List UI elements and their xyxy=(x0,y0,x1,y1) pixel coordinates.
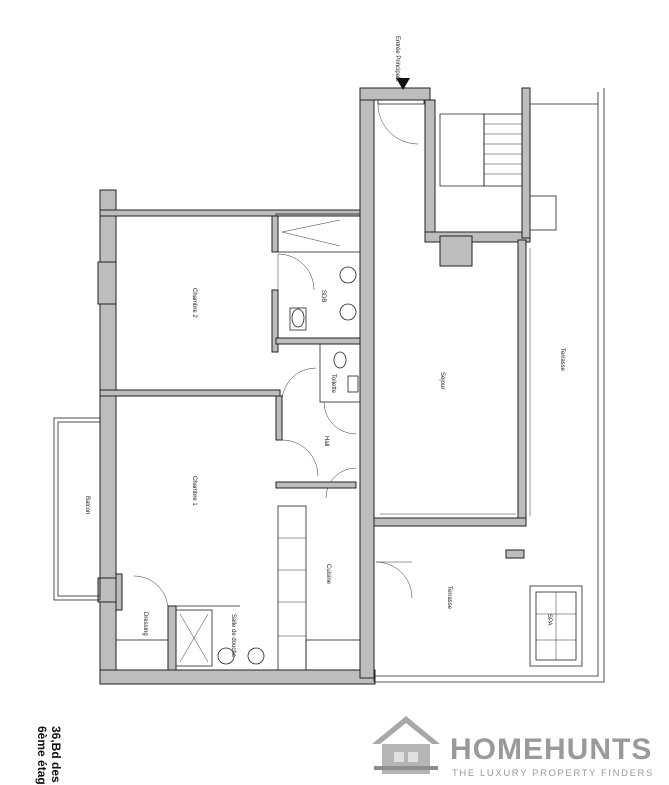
homehunts-logo: HOMEHUNTS THE LUXURY PROPERTY FINDERS xyxy=(372,716,654,779)
label-entree: Entrée Principale xyxy=(394,36,400,82)
label-balcon: Balcon xyxy=(84,496,90,514)
bathroom-block xyxy=(271,213,361,353)
label-cuisine: Cuisine xyxy=(325,564,331,585)
dressing-block xyxy=(115,573,265,671)
terrace-outline xyxy=(373,88,605,683)
label-terrasse-east: Terrasse xyxy=(559,348,565,372)
toilette-block xyxy=(319,343,361,403)
sejour-glazing xyxy=(380,248,531,516)
hall-doors xyxy=(275,367,357,499)
staircase xyxy=(439,113,557,231)
label-toilette: Toilette xyxy=(330,374,336,394)
outer-walls xyxy=(97,87,531,685)
label-hall: Hall xyxy=(323,436,329,446)
label-terrasse-south: Terrasse xyxy=(446,586,452,610)
label-dressing: Dressing xyxy=(142,612,148,636)
room-labels: Entrée Principale Chambre 2 SDB Toilette… xyxy=(84,36,565,658)
entry xyxy=(377,78,425,145)
label-chambre-2: Chambre 2 xyxy=(191,288,197,318)
label-sdb: SDB xyxy=(320,290,326,302)
balcony xyxy=(53,417,101,601)
entry-arrow-icon xyxy=(396,78,410,90)
label-spa: SPA xyxy=(546,614,552,626)
house-logo-icon xyxy=(372,716,440,774)
address-line-2: 6ème étage xyxy=(35,726,49,785)
label-sejour: Séjour xyxy=(439,372,445,389)
label-chambre-1: Chambre 1 xyxy=(191,476,197,506)
logo-name: HOMEHUNTS xyxy=(450,733,652,766)
label-salle-douche: Salle de douche xyxy=(230,614,236,658)
address-line-1: 36,Bd des M xyxy=(49,726,63,785)
kitchen-cabinets xyxy=(277,505,361,671)
spa xyxy=(529,585,583,667)
logo-tagline: THE LUXURY PROPERTY FINDERS xyxy=(452,768,654,779)
kitchen-terrace-door xyxy=(375,549,525,599)
address-block: 36,Bd des M 6ème étage xyxy=(35,726,63,785)
